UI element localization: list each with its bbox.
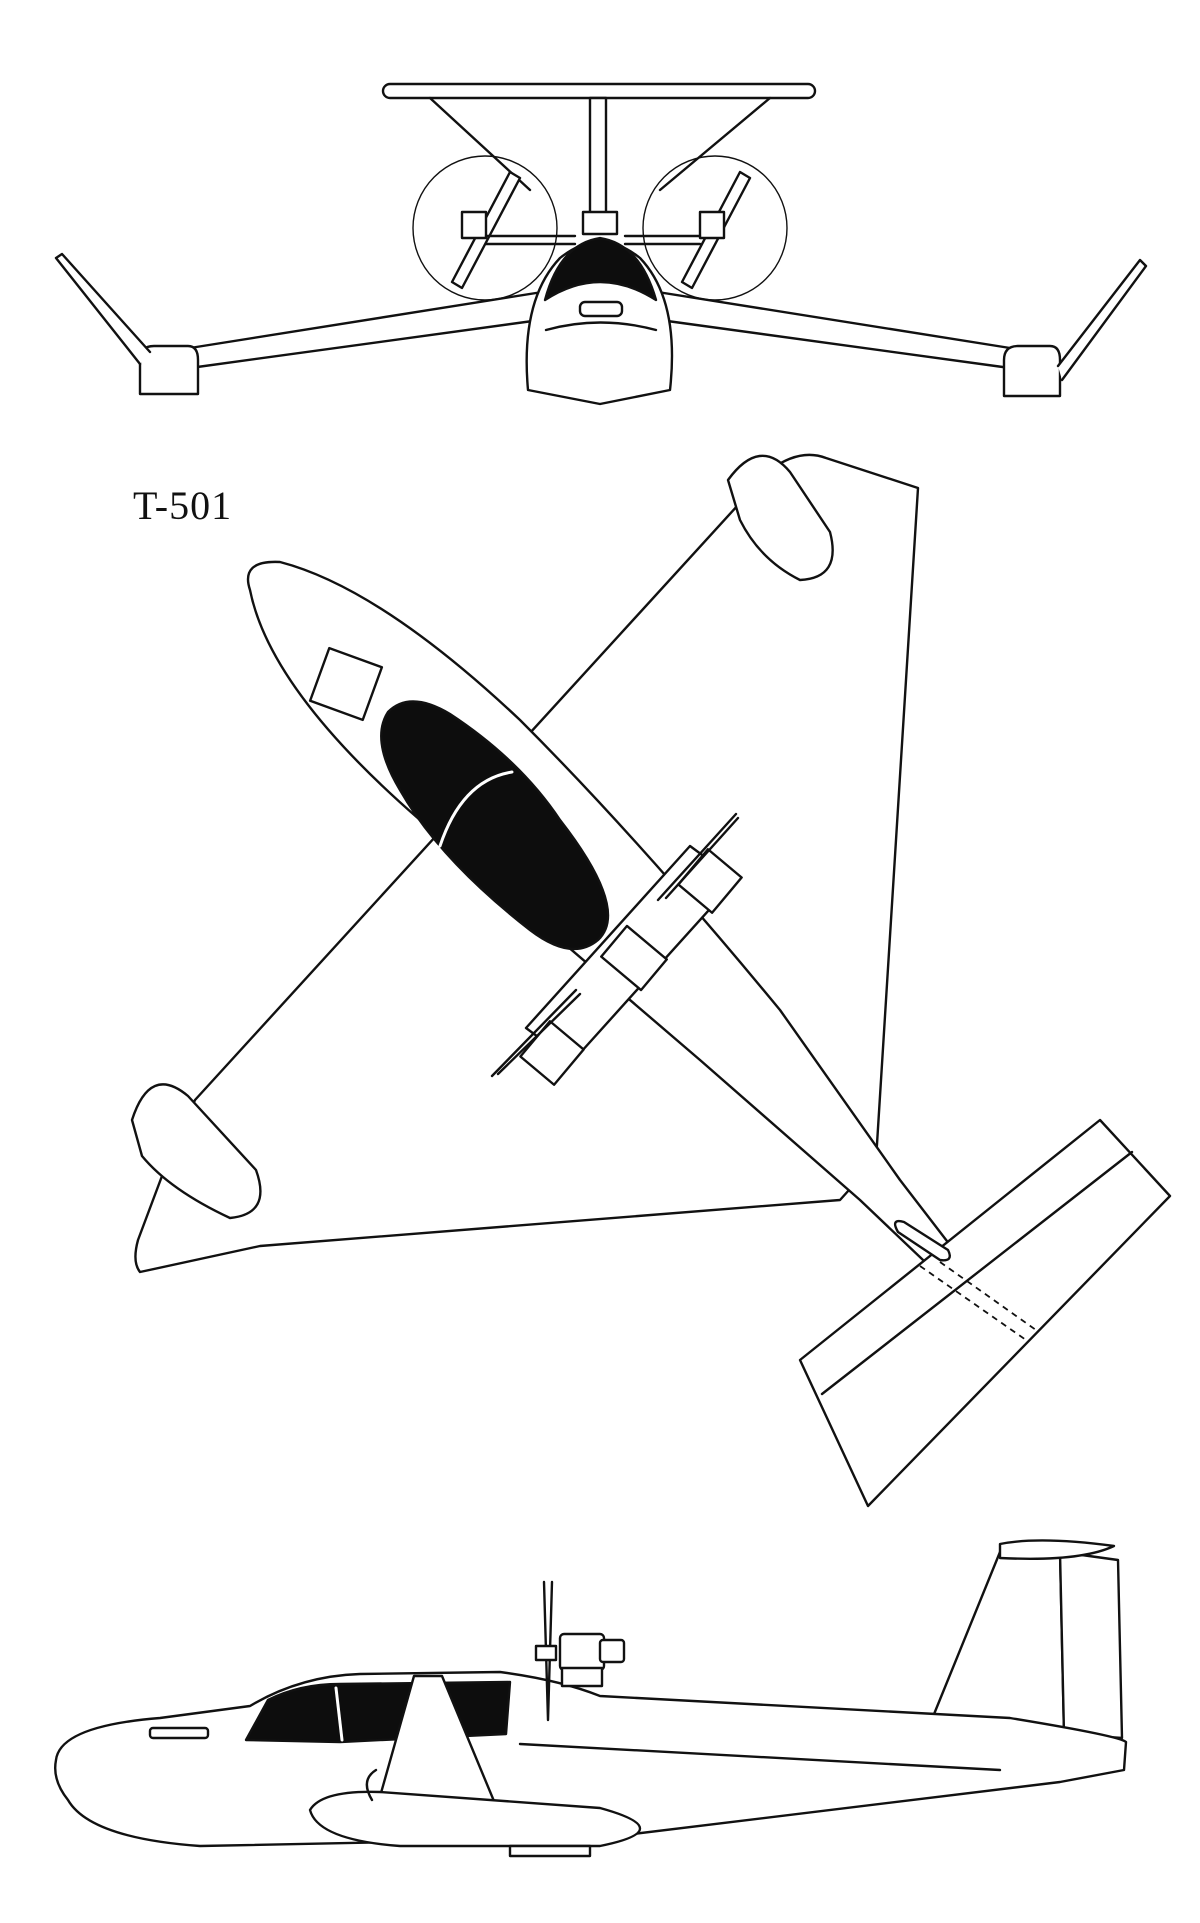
top-hatch: [308, 646, 384, 722]
side-engine: [558, 1632, 606, 1672]
front-left-engine: [460, 210, 488, 240]
side-engine-cowl: [598, 1638, 626, 1664]
top-upper-propeller: [656, 812, 740, 902]
side-hatch: [148, 1726, 210, 1740]
top-lower-wingtip-pod: [130, 1083, 262, 1220]
side-wing-fairing: [365, 1768, 378, 1802]
side-step: [508, 1844, 592, 1858]
top-elevator-hinge: [820, 1150, 1134, 1396]
top-lower-propeller: [490, 988, 582, 1078]
top-tailplane: [798, 1118, 1172, 1508]
side-canopy-frame: [334, 1686, 344, 1742]
side-tailplane: [998, 1539, 1116, 1560]
front-view: [54, 82, 1148, 406]
front-engine-beam: [484, 234, 702, 246]
side-sponson: [308, 1790, 642, 1848]
top-canopy-frame: [438, 770, 514, 848]
model-designation-label: T-501: [133, 483, 233, 528]
top-fin-root: [893, 1219, 951, 1262]
top-fin-hidden-lines: [919, 1261, 1037, 1341]
top-center-engine: [600, 924, 668, 992]
side-engine-pylon: [560, 1666, 604, 1688]
front-right-engine: [698, 210, 726, 240]
top-canopy: [380, 700, 610, 951]
side-chine-line: [518, 1742, 1002, 1772]
side-rudder: [1058, 1550, 1124, 1740]
side-fin: [928, 1550, 1066, 1736]
front-hatch: [578, 300, 624, 318]
front-canopy: [543, 236, 658, 302]
front-engine-hub: [581, 210, 619, 236]
front-keel-line: [544, 321, 658, 332]
side-spinner: [534, 1644, 558, 1662]
front-left-winglet: [54, 252, 152, 366]
front-right-winglet: [1056, 258, 1148, 382]
top-upper-wingtip-pod: [726, 454, 834, 582]
front-right-float: [1002, 344, 1062, 398]
